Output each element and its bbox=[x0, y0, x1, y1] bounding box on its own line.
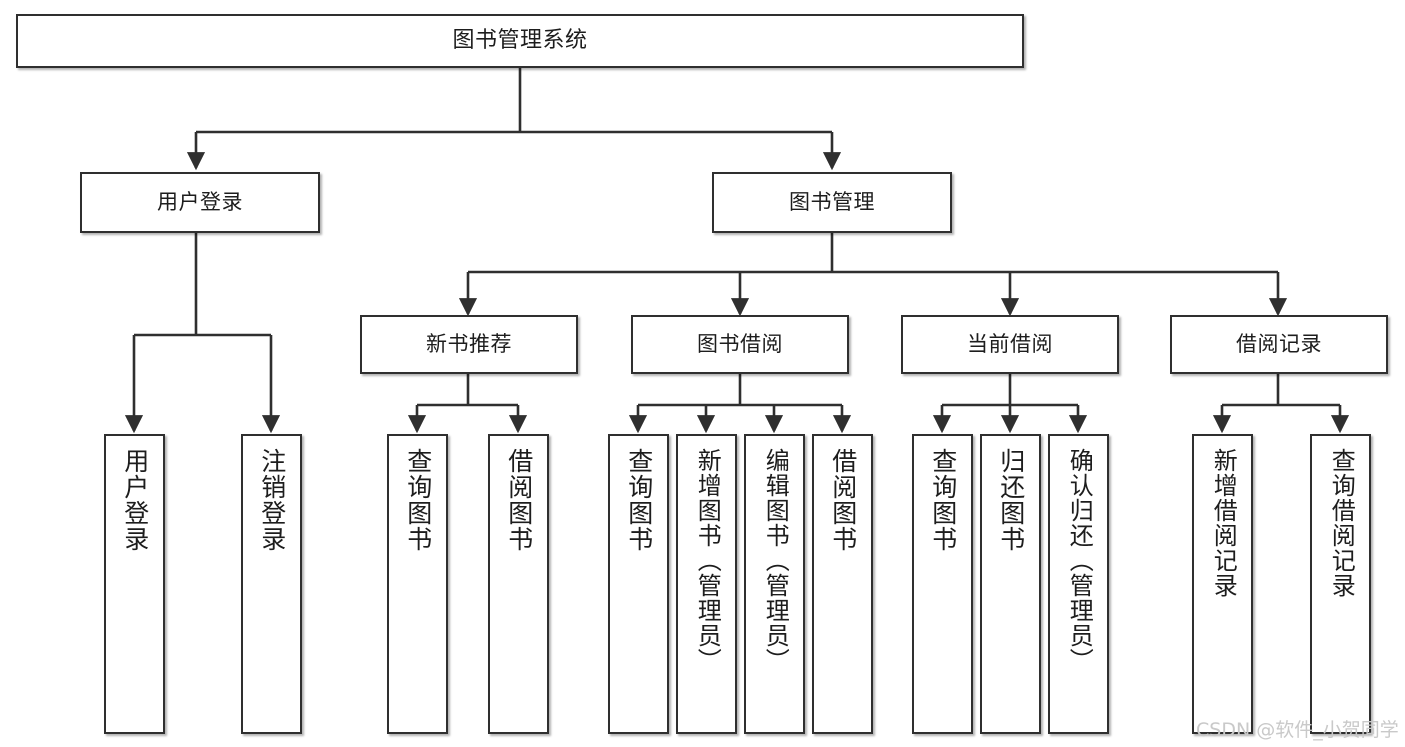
leaf-currentborrow-confirm-return-admin[interactable]: 确认归还（管理员） bbox=[1048, 434, 1109, 734]
node-label: 查询图书 bbox=[403, 448, 433, 552]
node-label: 用户登录 bbox=[157, 189, 243, 214]
leaf-newbook-query-book[interactable]: 查询图书 bbox=[387, 434, 448, 734]
node-label: 查询图书 bbox=[624, 448, 654, 552]
leaf-bookborrow-edit-book-admin[interactable]: 编辑图书（管理员） bbox=[744, 434, 805, 734]
node-label: 编辑图书（管理员） bbox=[761, 448, 790, 673]
node-label: 借阅图书 bbox=[828, 448, 858, 552]
node-label: 借阅图书 bbox=[504, 448, 534, 552]
node-book-borrow[interactable]: 图书借阅 bbox=[631, 315, 849, 374]
node-label: 图书管理系统 bbox=[452, 27, 588, 53]
node-label: 注销登录 bbox=[257, 448, 287, 552]
node-label: 当前借阅 bbox=[967, 331, 1053, 356]
node-label: 图书管理 bbox=[789, 189, 875, 214]
leaf-user-login[interactable]: 用户登录 bbox=[104, 434, 165, 734]
csdn-watermark: CSDN @软件_小贺同学 bbox=[1196, 719, 1399, 741]
node-label: 图书借阅 bbox=[697, 331, 783, 356]
node-book-management[interactable]: 图书管理 bbox=[712, 172, 952, 233]
leaf-currentborrow-query-book[interactable]: 查询图书 bbox=[912, 434, 973, 734]
node-root-book-management-system[interactable]: 图书管理系统 bbox=[16, 14, 1024, 68]
leaf-bookborrow-query-book[interactable]: 查询图书 bbox=[608, 434, 669, 734]
leaf-currentborrow-return-book[interactable]: 归还图书 bbox=[980, 434, 1041, 734]
node-label: 归还图书 bbox=[996, 448, 1026, 552]
node-label: 确认归还（管理员） bbox=[1065, 448, 1094, 673]
node-label: 查询图书 bbox=[928, 448, 958, 552]
node-label: 用户登录 bbox=[120, 448, 150, 552]
leaf-borrowrecord-add-record[interactable]: 新增借阅记录 bbox=[1192, 434, 1253, 734]
node-label: 新增借阅记录 bbox=[1209, 448, 1238, 598]
node-borrow-record[interactable]: 借阅记录 bbox=[1170, 315, 1388, 374]
leaf-newbook-borrow-book[interactable]: 借阅图书 bbox=[488, 434, 549, 734]
node-user-login[interactable]: 用户登录 bbox=[80, 172, 320, 233]
node-current-borrow[interactable]: 当前借阅 bbox=[901, 315, 1119, 374]
node-label: 新书推荐 bbox=[426, 331, 512, 356]
leaf-bookborrow-add-book-admin[interactable]: 新增图书（管理员） bbox=[676, 434, 737, 734]
node-label: 新增图书（管理员） bbox=[693, 448, 722, 673]
node-label: 借阅记录 bbox=[1236, 331, 1322, 356]
leaf-logout-login[interactable]: 注销登录 bbox=[241, 434, 302, 734]
node-new-book-recommend[interactable]: 新书推荐 bbox=[360, 315, 578, 374]
node-label: 查询借阅记录 bbox=[1327, 448, 1356, 598]
leaf-borrowrecord-query-record[interactable]: 查询借阅记录 bbox=[1310, 434, 1371, 734]
leaf-bookborrow-borrow-book[interactable]: 借阅图书 bbox=[812, 434, 873, 734]
